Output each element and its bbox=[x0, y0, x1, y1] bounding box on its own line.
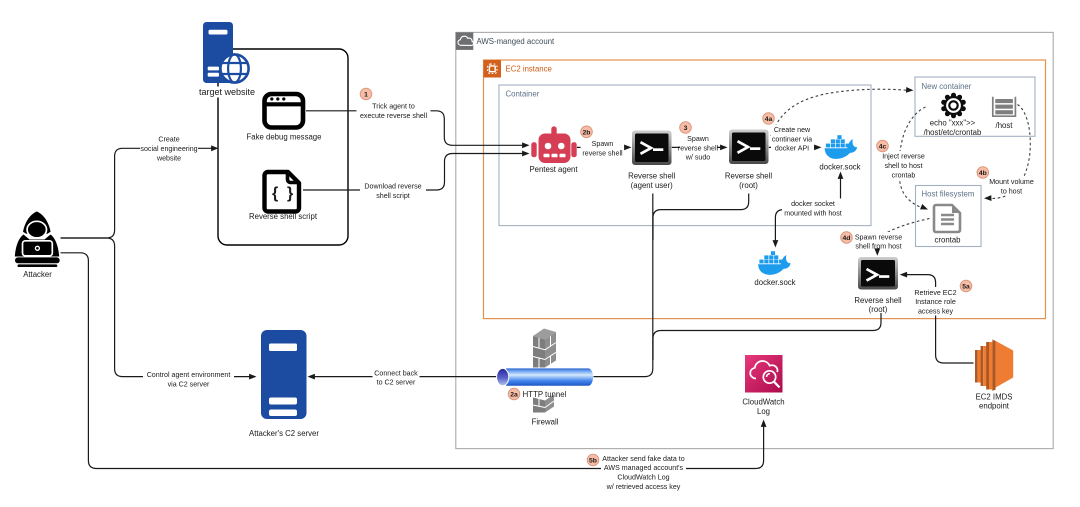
svg-text:Attacker's C2 server: Attacker's C2 server bbox=[249, 429, 319, 438]
svg-text:CloudWatch: CloudWatch bbox=[742, 398, 784, 407]
svg-text:reverse shell: reverse shell bbox=[582, 149, 623, 157]
svg-text:endpoint: endpoint bbox=[979, 402, 1010, 411]
svg-text:Attacker: Attacker bbox=[23, 270, 52, 279]
svg-text:}: } bbox=[287, 185, 293, 202]
svg-text:Reverse shell: Reverse shell bbox=[628, 172, 676, 181]
svg-text:Connect back: Connect back bbox=[374, 369, 418, 377]
svg-text:4b: 4b bbox=[979, 170, 987, 177]
svg-text:crontab: crontab bbox=[892, 171, 916, 179]
svg-text:AWS-manged account: AWS-manged account bbox=[477, 37, 556, 46]
svg-text:Download reverse: Download reverse bbox=[364, 183, 421, 191]
svg-text:Create: Create bbox=[158, 136, 179, 144]
svg-text:Container: Container bbox=[506, 89, 540, 98]
svg-text:Log: Log bbox=[757, 407, 770, 416]
svg-text:docker.sock: docker.sock bbox=[754, 278, 795, 287]
svg-text:EC2 IMDS: EC2 IMDS bbox=[976, 392, 1013, 401]
svg-text:docker socket: docker socket bbox=[791, 200, 835, 208]
svg-text:CloudWatch Log: CloudWatch Log bbox=[617, 474, 669, 482]
svg-text:Reverse shell: Reverse shell bbox=[725, 172, 773, 181]
svg-text:crontab: crontab bbox=[934, 235, 961, 244]
svg-text:to host: to host bbox=[1001, 187, 1022, 195]
svg-text:3: 3 bbox=[684, 125, 688, 132]
svg-text:access key: access key bbox=[918, 307, 954, 315]
svg-text:via C2 server: via C2 server bbox=[168, 380, 210, 388]
svg-text:Spawn reverse: Spawn reverse bbox=[855, 233, 902, 241]
svg-text:website: website bbox=[156, 154, 181, 162]
svg-text:Create new: Create new bbox=[774, 126, 811, 134]
svg-text:(root): (root) bbox=[739, 181, 758, 190]
svg-text:continaer via: continaer via bbox=[772, 135, 812, 143]
svg-text:reverse shell: reverse shell bbox=[678, 144, 719, 152]
svg-text:shell script: shell script bbox=[376, 192, 410, 200]
svg-text:Reverse shell: Reverse shell bbox=[854, 296, 902, 305]
svg-text:Trick agent to: Trick agent to bbox=[372, 103, 415, 111]
svg-text:Fake debug message: Fake debug message bbox=[247, 133, 322, 142]
svg-text:4d: 4d bbox=[843, 235, 851, 242]
svg-text:2b: 2b bbox=[583, 129, 591, 136]
svg-text:{: { bbox=[272, 185, 278, 202]
svg-text:Retrieve EC2: Retrieve EC2 bbox=[914, 289, 956, 297]
svg-text:/host: /host bbox=[996, 121, 1014, 130]
svg-text:2a: 2a bbox=[510, 392, 518, 399]
svg-text:Pentest agent: Pentest agent bbox=[529, 165, 578, 174]
svg-text:Control agent environment: Control agent environment bbox=[147, 371, 231, 379]
svg-text:1: 1 bbox=[364, 92, 368, 99]
svg-text:to C2 server: to C2 server bbox=[377, 379, 416, 387]
svg-text:social engineering: social engineering bbox=[140, 145, 197, 153]
svg-text:/host/etc/crontab: /host/etc/crontab bbox=[924, 128, 982, 137]
svg-text:5a: 5a bbox=[962, 284, 970, 291]
svg-text:target website: target website bbox=[199, 87, 255, 97]
svg-text:Spawn: Spawn bbox=[592, 140, 614, 148]
svg-text:(root): (root) bbox=[869, 305, 888, 314]
svg-text:AWS managed account's: AWS managed account's bbox=[604, 464, 684, 472]
svg-text:New container: New container bbox=[922, 82, 972, 91]
svg-text:mounted with host: mounted with host bbox=[784, 209, 842, 217]
svg-text:Host filesystem: Host filesystem bbox=[922, 190, 975, 199]
svg-text:5b: 5b bbox=[589, 458, 597, 465]
svg-text:(agent user): (agent user) bbox=[631, 181, 673, 190]
svg-text:Instance role: Instance role bbox=[915, 298, 956, 306]
svg-text:docker API: docker API bbox=[775, 145, 809, 153]
svg-text:Spawn: Spawn bbox=[687, 135, 709, 143]
svg-text:Attacker send fake data to: Attacker send fake data to bbox=[602, 455, 684, 463]
svg-text:shell to host: shell to host bbox=[885, 162, 923, 170]
svg-text:docker.sock: docker.sock bbox=[819, 162, 860, 171]
svg-text:Inject reverse: Inject reverse bbox=[882, 153, 925, 161]
svg-text:HTTP tunnel: HTTP tunnel bbox=[523, 390, 567, 399]
svg-text:shell from host: shell from host bbox=[855, 243, 901, 251]
svg-text:4a: 4a bbox=[765, 116, 773, 123]
svg-text:EC2 instance: EC2 instance bbox=[506, 64, 552, 73]
svg-text:echo "xxx">>: echo "xxx">> bbox=[930, 119, 976, 128]
svg-text:4c: 4c bbox=[879, 144, 887, 151]
svg-text:w/ retrieved access key: w/ retrieved access key bbox=[606, 483, 681, 491]
svg-text:Firewall: Firewall bbox=[532, 417, 559, 426]
svg-text:execute reverse shell: execute reverse shell bbox=[360, 112, 427, 120]
svg-text:Mount volume: Mount volume bbox=[989, 178, 1034, 186]
svg-text:Reverse shell script: Reverse shell script bbox=[249, 212, 318, 221]
svg-text:w/ sudo: w/ sudo bbox=[685, 154, 711, 162]
